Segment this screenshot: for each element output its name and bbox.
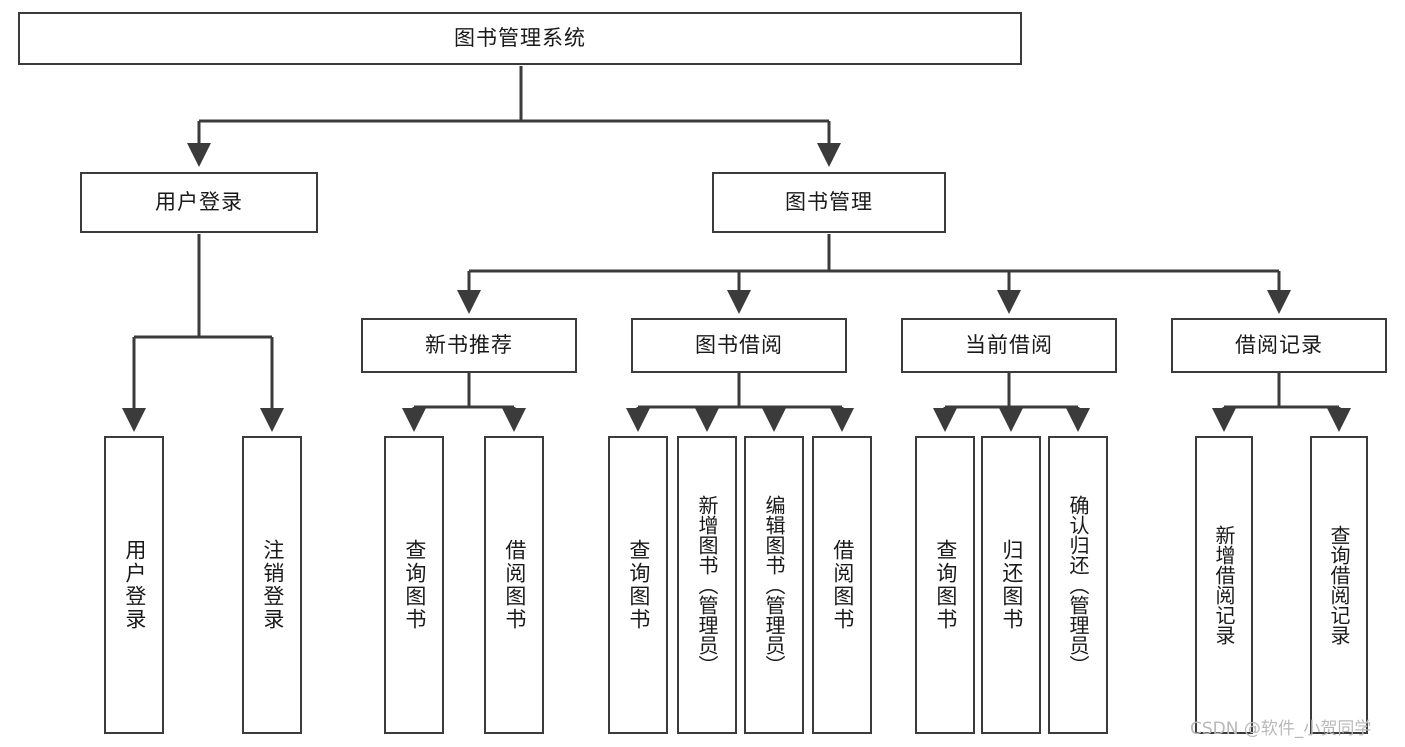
node-label: 新增图书（管理员） — [695, 495, 719, 675]
node-current-borrow[interactable]: 当前借阅 — [901, 318, 1117, 373]
node-label: 借阅图书 — [830, 539, 855, 631]
node-label: 查询图书 — [626, 539, 651, 631]
leaf-user-login-login[interactable]: 用户登录 — [104, 436, 164, 734]
node-label: 用户登录 — [155, 189, 243, 214]
leaf-borrow-add-book-admin[interactable]: 新增图书（管理员） — [677, 436, 737, 734]
node-label: 借阅图书 — [502, 539, 527, 631]
node-label: 确认归还（管理员） — [1066, 495, 1090, 675]
watermark-text: CSDN @软件_小贺同学 — [1190, 719, 1372, 739]
node-label: 编辑图书（管理员） — [762, 495, 786, 675]
node-book-borrow[interactable]: 图书借阅 — [631, 318, 847, 373]
node-borrow-record[interactable]: 借阅记录 — [1171, 318, 1387, 373]
node-label: 图书借阅 — [695, 332, 783, 357]
node-label: 当前借阅 — [965, 332, 1053, 357]
node-label: 借阅记录 — [1235, 332, 1323, 357]
node-label: 图书管理系统 — [454, 25, 586, 50]
node-label: 查询借阅记录 — [1327, 525, 1351, 645]
node-label: 新增借阅记录 — [1212, 525, 1236, 645]
leaf-current-confirm-return-admin[interactable]: 确认归还（管理员） — [1048, 436, 1108, 734]
leaf-record-query-record[interactable]: 查询借阅记录 — [1310, 436, 1368, 734]
node-label: 查询图书 — [933, 539, 958, 631]
leaf-current-return-book[interactable]: 归还图书 — [981, 436, 1041, 734]
node-label: 用户登录 — [122, 539, 147, 631]
node-new-book-recommend[interactable]: 新书推荐 — [361, 318, 577, 373]
leaf-recommend-borrow-book[interactable]: 借阅图书 — [484, 436, 544, 734]
node-root-system[interactable]: 图书管理系统 — [18, 12, 1022, 65]
node-user-login[interactable]: 用户登录 — [80, 172, 318, 233]
leaf-borrow-edit-book-admin[interactable]: 编辑图书（管理员） — [744, 436, 804, 734]
leaf-current-query-book[interactable]: 查询图书 — [915, 436, 975, 734]
node-label: 新书推荐 — [425, 332, 513, 357]
node-label: 图书管理 — [785, 189, 873, 214]
leaf-record-add-record[interactable]: 新增借阅记录 — [1195, 436, 1253, 734]
node-book-management[interactable]: 图书管理 — [712, 172, 946, 233]
leaf-borrow-query-book[interactable]: 查询图书 — [608, 436, 668, 734]
node-label: 查询图书 — [402, 539, 427, 631]
node-label: 归还图书 — [999, 539, 1024, 631]
node-label: 注销登录 — [260, 539, 285, 631]
leaf-user-login-logout[interactable]: 注销登录 — [242, 436, 302, 734]
leaf-recommend-query-book[interactable]: 查询图书 — [384, 436, 444, 734]
leaf-borrow-borrow-book[interactable]: 借阅图书 — [812, 436, 872, 734]
